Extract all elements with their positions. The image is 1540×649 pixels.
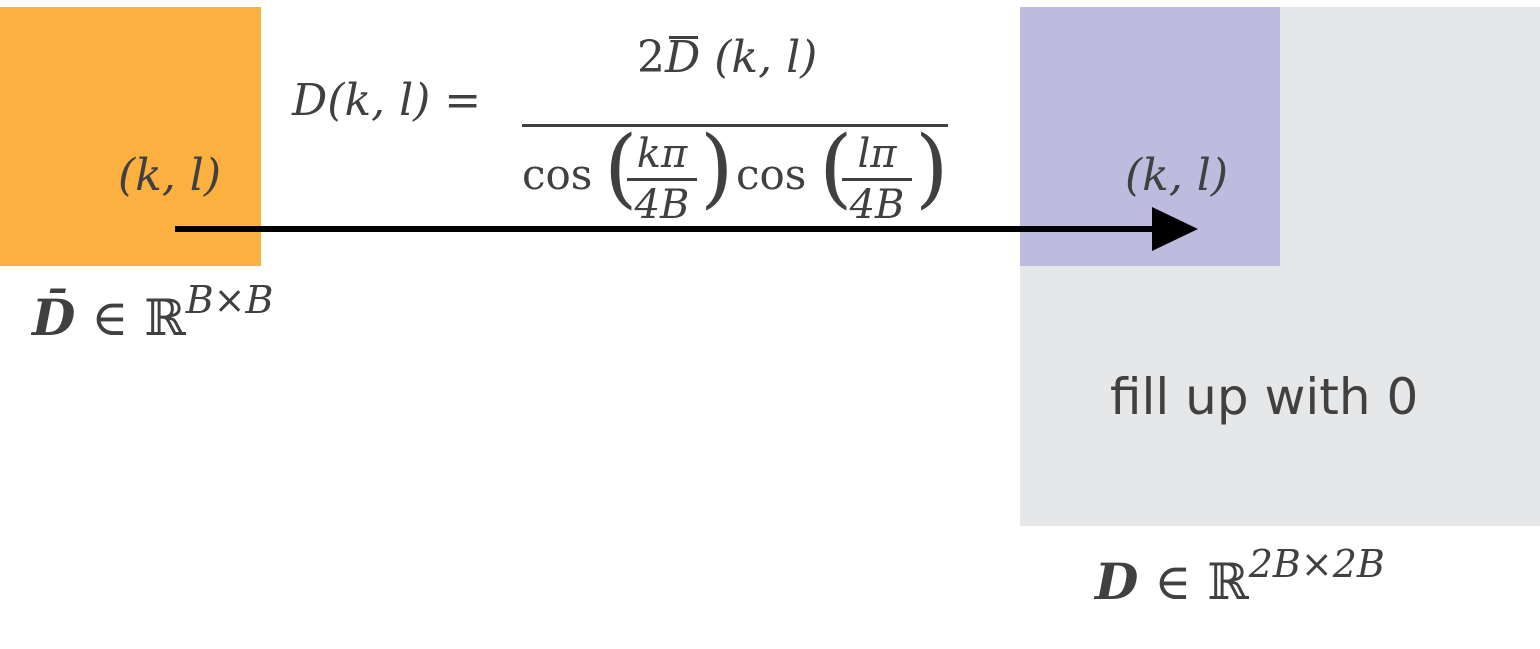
target-in-symbol: ∈: [1154, 553, 1192, 611]
target-index-label: (k, l): [1125, 150, 1229, 201]
paren-close-2: ): [915, 118, 949, 218]
source-dim-exponent: B×B: [185, 278, 274, 322]
cos-arg-2-numerator: lπ: [857, 131, 897, 177]
fraction-bar: [522, 124, 948, 127]
cos-arg-2-denominator: 4B: [849, 182, 905, 228]
target-matrix-block: [1020, 7, 1280, 266]
source-matrix-block: [0, 7, 261, 266]
numerator-args: (k, l): [700, 32, 818, 83]
source-index-label: (k, l): [118, 150, 222, 201]
target-real-set: ℝ: [1207, 553, 1249, 611]
cos-arg-1-numerator: kπ: [636, 131, 688, 177]
formula-lhs: D(k, l) =: [292, 75, 482, 126]
paren-close-1: ): [700, 118, 734, 218]
cos-arg-1-denominator: 4B: [634, 182, 690, 228]
cos-arg-2: lπ 4B: [842, 132, 912, 227]
cos-label-1: cos: [522, 150, 593, 199]
target-dim-exponent: 2B×2B: [1248, 542, 1385, 586]
source-dimension-label: D̄ ∈ ℝB×B: [32, 278, 273, 347]
source-in-symbol: ∈: [91, 289, 129, 347]
target-symbol: D: [1095, 552, 1139, 611]
source-real-set: ℝ: [144, 289, 186, 347]
cos-arg-1: kπ 4B: [627, 132, 697, 227]
formula-denominator: cos ( kπ 4B ) cos ( lπ 4B ): [522, 118, 949, 230]
cos-label-2: cos: [736, 150, 807, 199]
formula-numerator: 2D (k, l): [637, 32, 817, 83]
numerator-coefficient: 2: [637, 32, 665, 83]
paren-open-1: (: [604, 118, 638, 218]
source-symbol: D̄: [32, 288, 76, 347]
fill-zero-label: fill up with 0: [1110, 368, 1419, 426]
numerator-symbol: D: [665, 32, 701, 83]
paren-open-2: (: [819, 118, 853, 218]
target-dimension-label: D ∈ ℝ2B×2B: [1095, 542, 1385, 611]
